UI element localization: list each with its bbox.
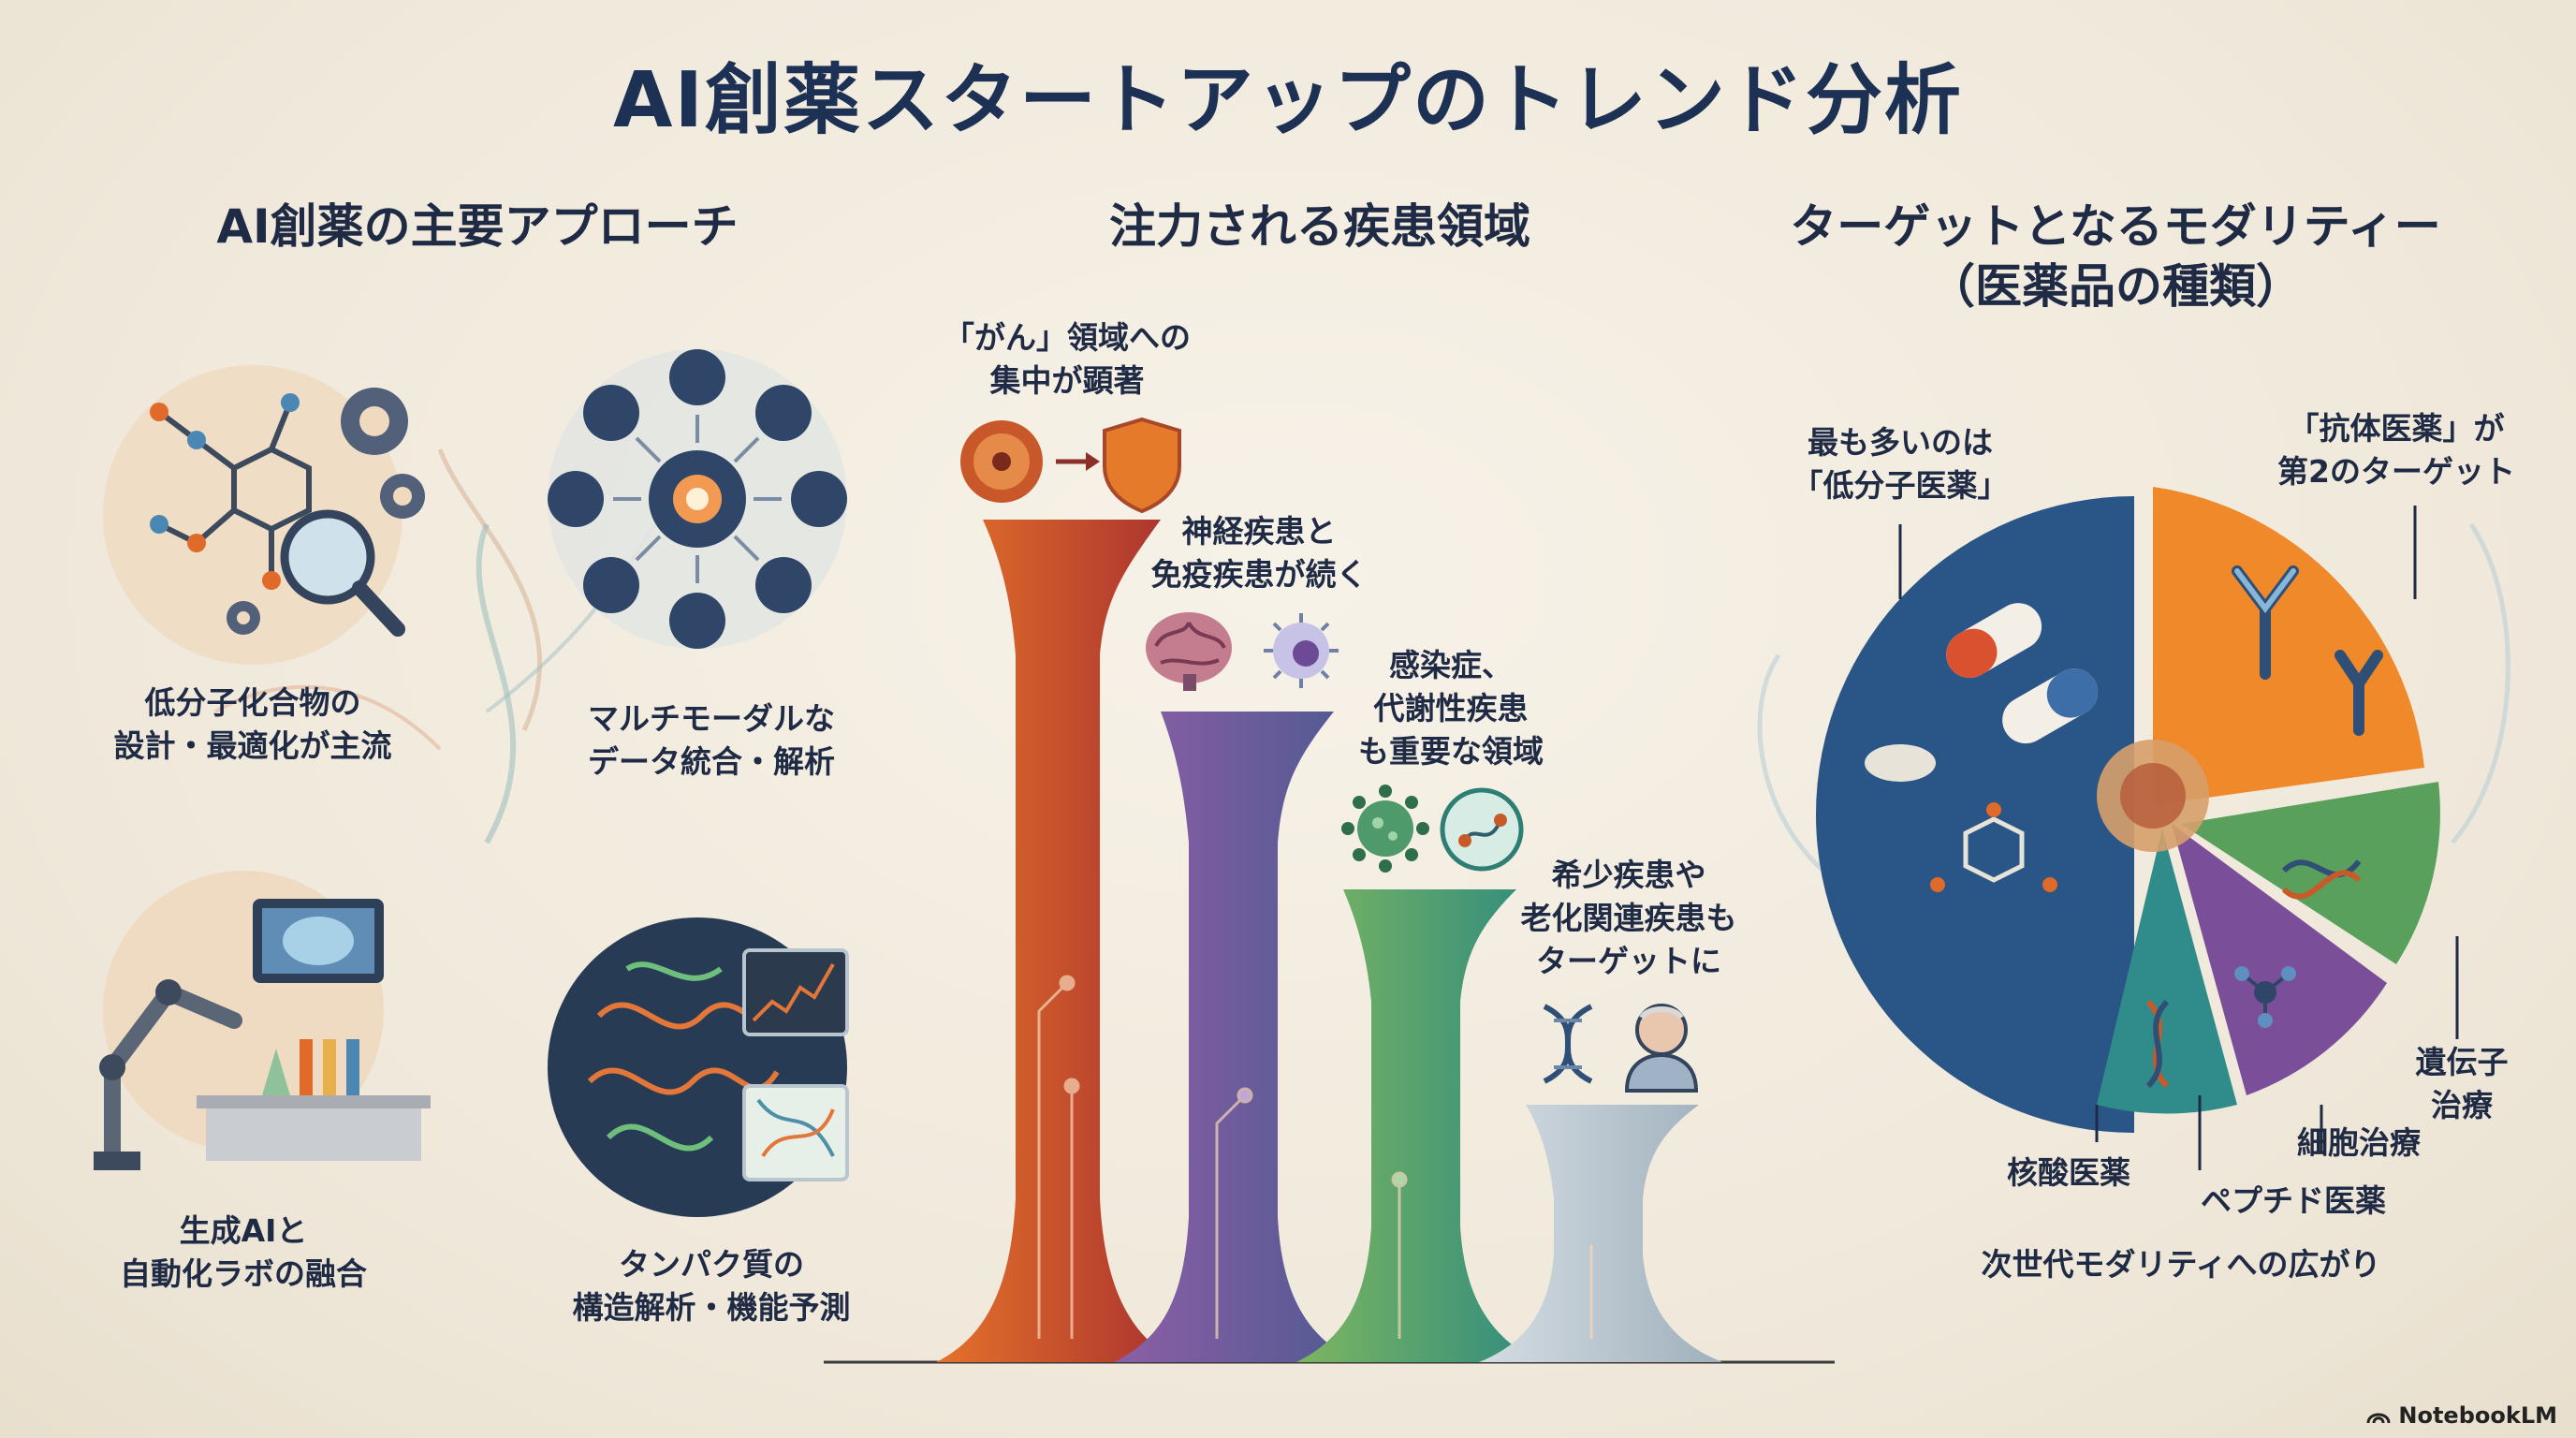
disease-label-cancer: 「がん」領域への 集中が顕著 bbox=[944, 319, 1191, 399]
modalities-section-title: ターゲットとなるモダリティー （医薬品の種類） bbox=[1790, 199, 2441, 314]
modality-callout-nucleic-acid: 核酸医薬 bbox=[2007, 1154, 2130, 1191]
protein-structure-icon bbox=[548, 917, 849, 1217]
footer-brand-label: NotebookLM bbox=[2398, 1402, 2557, 1429]
dna-icon bbox=[1543, 1004, 1593, 1084]
elderly-person-icon bbox=[1624, 1004, 1699, 1093]
modality-callout-small-molecule: 最も多いのは 「低分子医薬」 bbox=[1792, 424, 2009, 504]
page-title: AI創薬スタートアップのトレンド分析 bbox=[613, 56, 1963, 145]
disease-columns-chart bbox=[824, 520, 1835, 1364]
approach-label-small-molecule: 低分子化合物の 設計・最適化が主流 bbox=[113, 684, 392, 764]
molecule-design-icon bbox=[103, 365, 425, 665]
pie-slice-cell-therapy bbox=[2172, 824, 2387, 1095]
pie-slice-gene-therapy bbox=[2181, 782, 2440, 964]
approach-label-protein: タンパク質の 構造解析・機能予測 bbox=[572, 1246, 851, 1326]
modality-callout-gene-therapy: 遺伝子 治療 bbox=[2415, 1044, 2509, 1123]
disease-label-infectious-metabolic: 感染症、 代謝性疾患 も重要な領域 bbox=[1358, 647, 1544, 770]
approach-label-multimodal: マルチモーダルな データ統合・解析 bbox=[588, 700, 835, 780]
disease-column-rare-aging bbox=[1479, 1105, 1722, 1362]
modality-callout-cell-therapy: 細胞治療 bbox=[2297, 1124, 2421, 1161]
notebooklm-logo-icon bbox=[2366, 1413, 2391, 1424]
disease-column-infectious-metabolic bbox=[1296, 889, 1540, 1362]
modality-callout-next-gen: 次世代モダリティへの広がり bbox=[1981, 1246, 2381, 1283]
disease-label-neuro-immune: 神経疾患と 免疫疾患が続く bbox=[1150, 513, 1368, 593]
pie-slice-peptide-nucleic bbox=[2097, 829, 2237, 1114]
modality-pie-chart bbox=[1816, 487, 2459, 1170]
approach-label-generative-ai: 生成AIと 自動化ラボの融合 bbox=[120, 1212, 367, 1292]
disease-column-neuro-immune bbox=[1114, 712, 1357, 1362]
cancer-cell-icon bbox=[960, 417, 1181, 514]
generative-ai-lab-icon bbox=[94, 871, 431, 1170]
modality-callout-antibody: 「抗体医薬」が 第2のターゲット bbox=[2277, 410, 2515, 490]
modality-callout-peptide: ペプチド医薬 bbox=[2201, 1182, 2386, 1219]
immune-cell-icon bbox=[1264, 613, 1339, 688]
diseases-section-title: 注力される疾患領域 bbox=[1109, 199, 1530, 254]
disease-label-rare-aging: 希少疾患や 老化関連疾患も ターゲットに bbox=[1520, 857, 1737, 979]
footer-brand: NotebookLM bbox=[2366, 1402, 2557, 1429]
virus-icon bbox=[1341, 785, 1429, 873]
metabolic-icon bbox=[1440, 787, 1524, 872]
approaches-section-title: AI創薬の主要アプローチ bbox=[216, 199, 739, 254]
brain-icon bbox=[1146, 612, 1232, 691]
multimodal-data-icon bbox=[548, 349, 847, 649]
disease-column-cancer bbox=[936, 520, 1179, 1362]
